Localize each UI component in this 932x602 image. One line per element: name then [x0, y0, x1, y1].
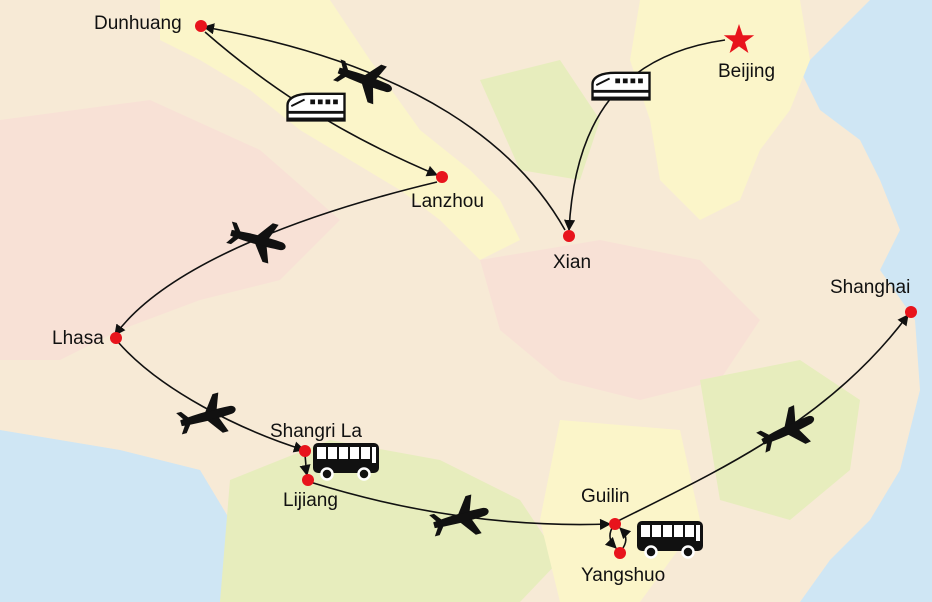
city-label-shangri-la: Shangri La: [270, 421, 362, 442]
region-green-north: [480, 60, 600, 180]
route-shangrila-lijiang: [299, 454, 311, 477]
train-icon: [591, 71, 651, 101]
city-label-xian: Xian: [553, 252, 592, 273]
city-label-yangshuo: Yangshuo: [581, 565, 666, 586]
route-yangshuo-guilin: [619, 527, 632, 549]
lijiang-dot[interactable]: [302, 474, 314, 486]
sea-southwest: [0, 430, 230, 602]
lanzhou-dot[interactable]: [436, 171, 448, 183]
route-guilin-yangshuo: [604, 527, 617, 549]
region-yellow-south: [540, 420, 700, 602]
train-icon: [286, 92, 346, 122]
guilin-dot[interactable]: [609, 518, 621, 530]
city-label-beijing: Beijing: [718, 61, 776, 82]
city-label-lanzhou: Lanzhou: [411, 191, 484, 212]
city-label-lhasa: Lhasa: [52, 328, 104, 349]
route-lijiang-guilin: [309, 481, 612, 530]
xian-dot[interactable]: [563, 230, 575, 242]
city-label-dunhuang: Dunhuang: [94, 13, 182, 34]
shangri-la-dot[interactable]: [299, 445, 311, 457]
city-label-guilin: Guilin: [581, 486, 630, 507]
region-green-east: [700, 360, 860, 520]
region-pink-west: [0, 100, 340, 360]
city-label-shanghai: Shanghai: [830, 277, 911, 298]
beijing-star-icon[interactable]: [723, 24, 755, 53]
city-label-lijiang: Lijiang: [283, 490, 338, 511]
shanghai-dot[interactable]: [905, 306, 917, 318]
lhasa-dot[interactable]: [110, 332, 122, 344]
route-lhasa-shangrila: [117, 341, 306, 453]
sea-east: [800, 0, 932, 602]
yangshuo-dot[interactable]: [614, 547, 626, 559]
city-markers: [110, 20, 917, 559]
region-pink-center: [480, 240, 760, 400]
region-yellow-beijing: [630, 0, 810, 220]
route-xian-dunhuang: [202, 23, 566, 231]
region-yellow-north: [160, 0, 520, 260]
dunhuang-dot[interactable]: [195, 20, 207, 32]
